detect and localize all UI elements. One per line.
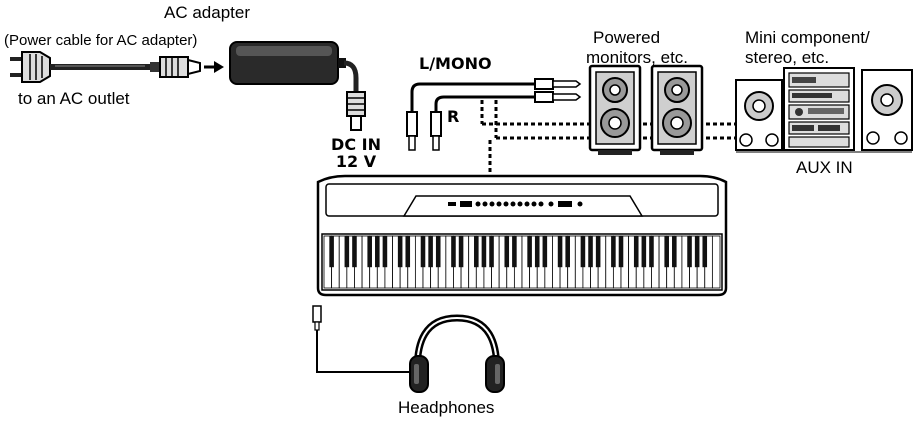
aux-in-label: AUX IN bbox=[796, 158, 853, 177]
piano-black-key bbox=[527, 236, 532, 268]
piano-black-key bbox=[641, 236, 647, 268]
piano-black-key bbox=[618, 236, 624, 268]
piano-black-keys bbox=[329, 236, 708, 268]
piano-black-key bbox=[702, 236, 708, 268]
piano-black-key bbox=[397, 236, 403, 268]
powered-monitors-label-2: monitors, etc. bbox=[586, 48, 689, 67]
piano-black-key bbox=[664, 236, 669, 268]
power-plug-icon bbox=[10, 51, 51, 83]
piano-black-key bbox=[375, 236, 380, 268]
mini-component-label-2: stereo, etc. bbox=[745, 48, 830, 67]
piano-black-key bbox=[557, 236, 563, 268]
piano-black-key bbox=[344, 236, 350, 268]
piano-black-key bbox=[595, 236, 601, 268]
piano-black-key bbox=[458, 236, 464, 268]
piano-black-key bbox=[428, 236, 433, 268]
power-cable-label: (Power cable for AC adapter) bbox=[4, 32, 198, 49]
digital-piano-icon bbox=[316, 174, 728, 297]
piano-black-key bbox=[672, 236, 677, 268]
piano-black-key bbox=[474, 236, 479, 268]
piano-black-key bbox=[611, 236, 616, 268]
mini-component-label-1: Mini component/ bbox=[745, 28, 870, 47]
dc-in-label: DC IN bbox=[331, 135, 381, 154]
piano-black-key bbox=[649, 236, 654, 268]
output-cable-l bbox=[410, 82, 535, 112]
piano-black-key bbox=[420, 236, 426, 268]
ac-adapter-label: AC adapter bbox=[164, 3, 250, 22]
piano-black-key bbox=[481, 236, 487, 268]
piano-black-key bbox=[382, 236, 388, 268]
piano-black-key bbox=[687, 236, 692, 268]
power-cable bbox=[50, 64, 150, 70]
piano-black-key bbox=[504, 236, 510, 268]
piano-black-key bbox=[694, 236, 700, 268]
speaker-icon bbox=[588, 64, 642, 155]
adapter-plug-connector-icon bbox=[150, 56, 201, 78]
panel-buttons bbox=[448, 201, 583, 207]
mini-stereo-icon bbox=[735, 67, 913, 153]
ac-adapter-icon bbox=[229, 41, 346, 85]
phone-jack-icon bbox=[534, 78, 582, 103]
piano-black-key bbox=[512, 236, 517, 268]
output-cable-r bbox=[434, 95, 535, 112]
powered-monitors-label-1: Powered bbox=[593, 28, 661, 47]
piano-black-key bbox=[367, 236, 372, 268]
l-mono-label: L/MONO bbox=[419, 54, 492, 73]
piano-black-key bbox=[580, 236, 586, 268]
phone-jack-icon bbox=[406, 111, 442, 151]
dc-cable bbox=[343, 60, 359, 92]
piano-black-key bbox=[534, 236, 540, 268]
speaker-icon bbox=[650, 64, 704, 155]
piano-keys bbox=[323, 235, 721, 289]
piano-black-key bbox=[405, 236, 411, 268]
piano-black-key bbox=[588, 236, 593, 268]
piano-black-key bbox=[489, 236, 494, 268]
piano-black-key bbox=[352, 236, 357, 268]
dc-plug-icon bbox=[346, 91, 366, 131]
headphones-icon bbox=[409, 314, 505, 393]
headphone-cable bbox=[312, 305, 412, 373]
piano-black-key bbox=[435, 236, 441, 268]
dc-in-voltage-label: 12 V bbox=[335, 152, 377, 171]
arrow-right-icon bbox=[204, 61, 224, 73]
r-label: R bbox=[447, 107, 460, 126]
ac-outlet-label: to an AC outlet bbox=[18, 89, 130, 108]
piano-black-key bbox=[542, 236, 548, 268]
piano-black-key bbox=[633, 236, 639, 268]
piano-black-key bbox=[565, 236, 570, 268]
headphones-label: Headphones bbox=[398, 398, 495, 417]
piano-black-key bbox=[329, 236, 334, 268]
piano-white-key bbox=[711, 235, 721, 289]
piano-black-key bbox=[451, 236, 456, 268]
